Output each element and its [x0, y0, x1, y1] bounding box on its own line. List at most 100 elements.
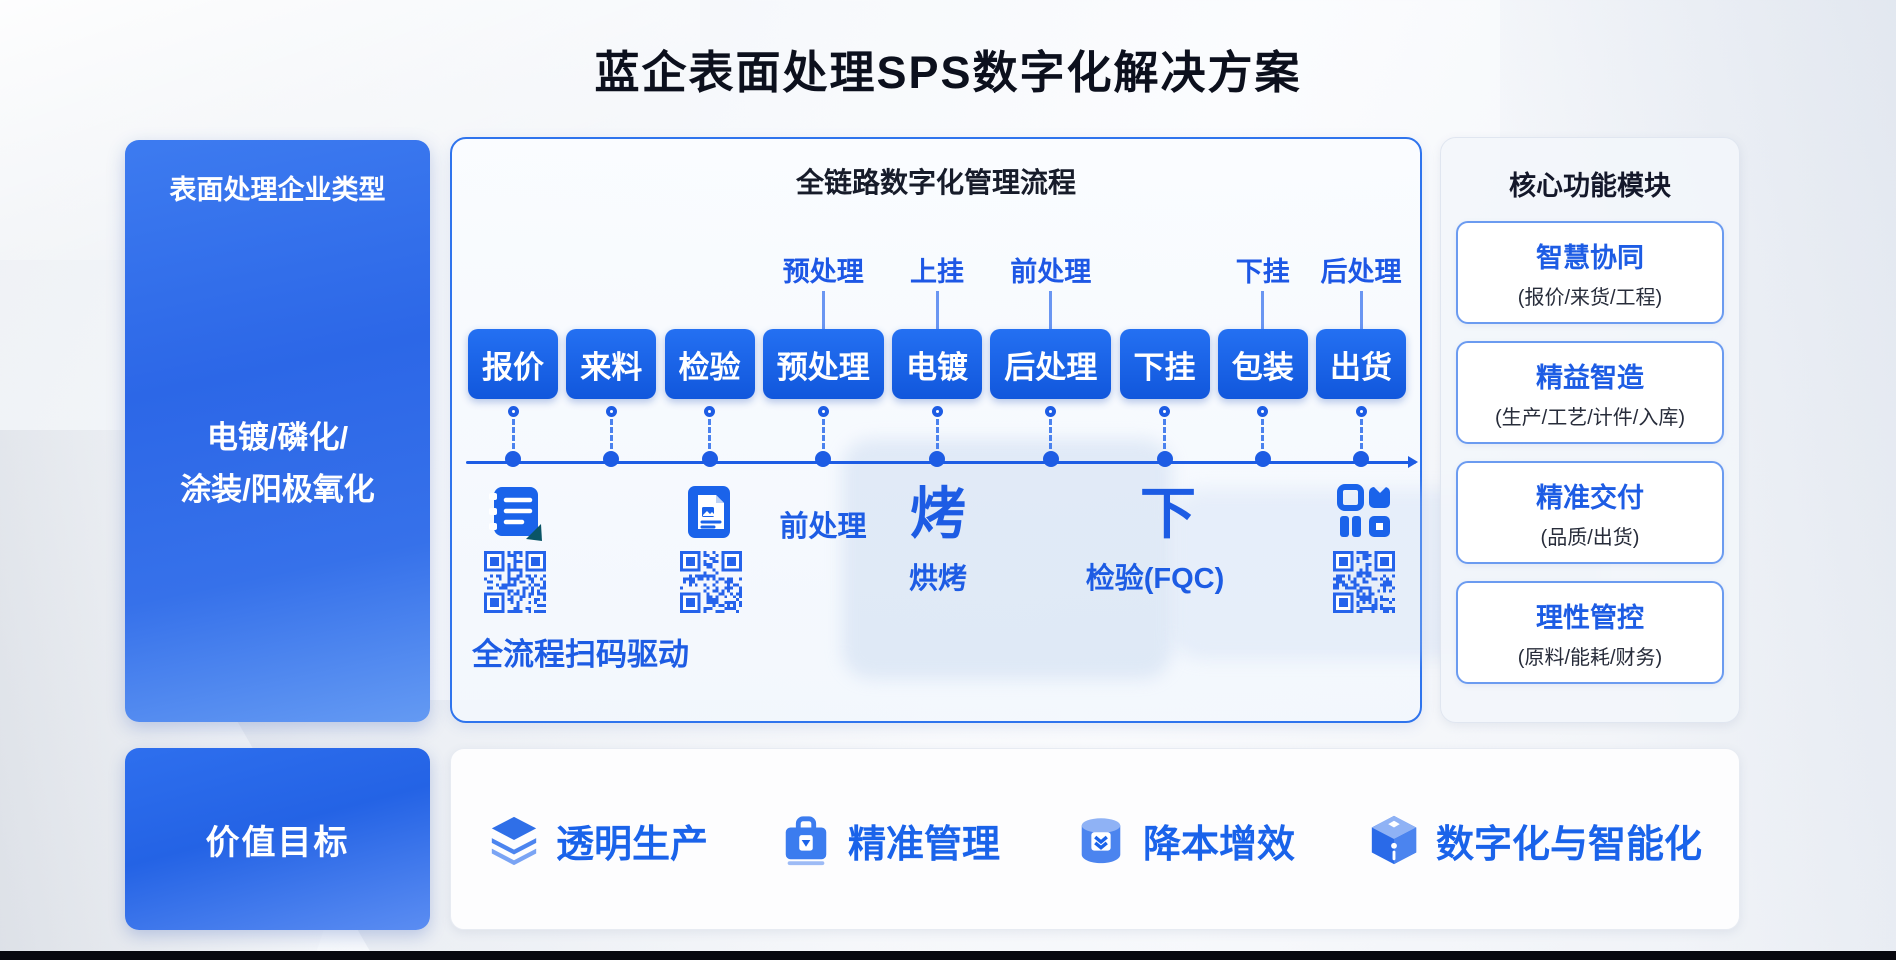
- flow-station: 前处理 后处理: [990, 255, 1112, 467]
- value-item-text: 精准管理: [848, 823, 1001, 866]
- value-item-cost-reduction: 降本增效: [1074, 749, 1295, 931]
- station-top-label: 后处理: [1320, 257, 1402, 287]
- station-tick: [1261, 291, 1265, 329]
- station-dot-icon: [1156, 451, 1173, 467]
- value-item-digital-intelligence: 数字化与智能化: [1367, 749, 1702, 931]
- module-card-collaboration: 智慧协同 (报价/来货/工程): [1456, 221, 1724, 324]
- enterprise-type-panel: 表面处理企业类型 电镀/磷化/ 涂装/阳极氧化: [125, 140, 430, 722]
- station-dashed-connector: [1049, 419, 1053, 449]
- module-card-title: 精准交付: [1536, 483, 1644, 513]
- station-dot-icon: [929, 451, 945, 467]
- value-item-text: 透明生产: [556, 823, 709, 866]
- cube-icon: [1371, 815, 1417, 865]
- module-card-title: 智慧协同: [1536, 243, 1644, 273]
- annotation-bake-big: 烤: [910, 482, 966, 545]
- scan-driven-note: 全流程扫码驱动: [472, 637, 689, 672]
- flow-station: 来料: [566, 255, 657, 467]
- value-item-text: 降本增效: [1143, 823, 1296, 866]
- briefcase-icon: [785, 816, 827, 866]
- flow-panel: 全链路数字化管理流程 报价 来料 检验 预处理: [450, 137, 1602, 723]
- flow-station: 后处理 出货: [1316, 255, 1406, 467]
- module-card-subtitle: (原料/能耗/财务): [1517, 647, 1663, 669]
- qr-code-icon: [680, 551, 742, 613]
- core-modules-title: 核心功能模块: [1509, 171, 1671, 201]
- station-tick: [1049, 291, 1053, 329]
- annotation-pretreatment: 前处理: [779, 511, 867, 543]
- annotation-fqc-sub: 检验(FQC): [1085, 563, 1225, 595]
- flow-stations-row: 报价 来料 检验 预处理 预处理: [468, 255, 1406, 467]
- station-box: 电镀: [892, 329, 982, 399]
- station-box: 后处理: [990, 329, 1112, 399]
- flow-station: 预处理 预处理: [762, 255, 884, 467]
- station-box: 预处理: [762, 329, 884, 399]
- station-dashed-connector: [1163, 419, 1166, 449]
- module-cards: 智慧协同 (报价/来货/工程) 精益智造 (生产/工艺/计件/入库) 精准交付 …: [1456, 221, 1724, 684]
- enterprise-type-line2: 涂装/阳极氧化: [180, 472, 375, 507]
- station-top-label: 下挂: [1235, 257, 1290, 287]
- station-dot-icon: [505, 451, 521, 467]
- core-modules-panel: 核心功能模块 智慧协同 (报价/来货/工程) 精益智造 (生产/工艺/计件/入库…: [1440, 137, 1740, 723]
- station-ring-icon: [704, 406, 715, 417]
- station-top-label: 上挂: [910, 257, 964, 287]
- flow-station: 上挂 电镀: [892, 255, 982, 467]
- page-title: 蓝企表面处理SPS数字化解决方案: [594, 47, 1302, 98]
- value-goals-panel: 透明生产 精准管理 降本增效 数字化与智能化: [450, 748, 1740, 930]
- module-card-title: 理性管控: [1536, 603, 1644, 633]
- module-card-subtitle: (报价/来货/工程): [1517, 287, 1663, 309]
- station-box: 出货: [1316, 329, 1406, 399]
- station-dot-icon: [1254, 451, 1271, 467]
- station-tick: [1359, 291, 1363, 329]
- module-card-subtitle: (品质/出货): [1540, 527, 1640, 549]
- station-dashed-connector: [1261, 419, 1265, 449]
- value-item-precise-management: 精准管理: [779, 749, 1000, 931]
- station-dashed-connector: [708, 419, 711, 449]
- notebook-list-icon: [484, 483, 542, 541]
- station-dot-icon: [815, 451, 832, 467]
- flow-panel-title: 全链路数字化管理流程: [795, 167, 1076, 198]
- qr-grid-icon: [1336, 483, 1394, 541]
- bottom-accent-bar: [0, 951, 1896, 960]
- station-tick: [821, 291, 825, 329]
- qr-code-icon: [1333, 551, 1395, 613]
- value-item-text: 数字化与智能化: [1436, 823, 1703, 866]
- station-ring-icon: [1159, 406, 1170, 417]
- module-card-rational-control: 理性管控 (原料/能耗/财务): [1456, 581, 1724, 684]
- station-dashed-connector: [935, 419, 939, 449]
- module-card-lean-manufacturing: 精益智造 (生产/工艺/计件/入库): [1456, 341, 1724, 444]
- station-ring-icon: [1045, 406, 1057, 417]
- station-top-label: 预处理: [782, 257, 864, 287]
- value-goals-box: 价值目标: [125, 748, 430, 930]
- station-ring-icon: [507, 406, 519, 417]
- station-dot-icon: [701, 451, 718, 467]
- enterprise-type-body: 电镀/磷化/ 涂装/阳极氧化: [125, 412, 430, 516]
- module-card-subtitle: (生产/工艺/计件/入库): [1495, 407, 1685, 429]
- value-goals-label: 价值目标: [205, 823, 350, 862]
- station-box: 下挂: [1119, 329, 1210, 399]
- module-card-title: 精益智造: [1536, 363, 1644, 393]
- enterprise-type-line1: 电镀/磷化/: [206, 420, 349, 455]
- station-dot-icon: [603, 451, 620, 467]
- document-image-icon: [680, 483, 738, 541]
- station-ring-icon: [931, 406, 943, 417]
- enterprise-type-title: 表面处理企业类型: [169, 175, 386, 205]
- layers-icon: [491, 816, 537, 866]
- station-dashed-connector: [821, 419, 825, 449]
- value-item-transparent-production: 透明生产: [487, 749, 708, 931]
- database-icon: [1081, 818, 1121, 864]
- station-box: 报价: [468, 329, 558, 399]
- flow-station: 检验: [664, 255, 755, 467]
- station-dot-icon: [1353, 451, 1369, 467]
- station-box: 检验: [664, 329, 755, 399]
- station-dashed-connector: [1359, 419, 1363, 449]
- station-dot-icon: [1042, 451, 1059, 467]
- station-ring-icon: [817, 406, 829, 417]
- station-ring-icon: [1257, 406, 1269, 417]
- flow-station: 下挂 包装: [1217, 255, 1308, 467]
- qr-code-icon: [484, 551, 546, 613]
- module-card-precise-delivery: 精准交付 (品质/出货): [1456, 461, 1724, 564]
- station-box: 包装: [1217, 329, 1308, 399]
- station-ring-icon: [1355, 406, 1367, 417]
- annotation-unload-big: 下: [1140, 482, 1196, 545]
- station-tick: [935, 291, 939, 329]
- station-dashed-connector: [511, 419, 515, 449]
